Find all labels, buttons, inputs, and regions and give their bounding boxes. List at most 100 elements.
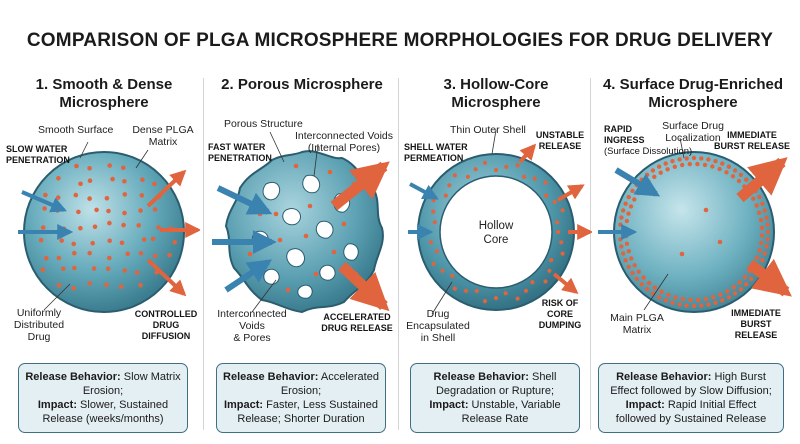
water-arrow: [216, 185, 273, 215]
drug-dot: [107, 220, 112, 226]
drug-dot: [434, 249, 440, 254]
drug-dot: [754, 255, 760, 260]
drug-dot: [440, 268, 445, 273]
drug-dot: [76, 209, 81, 215]
drug-dot: [663, 161, 668, 166]
drug-dot: [760, 258, 765, 263]
drug-dot: [644, 172, 650, 177]
release-arrow: [736, 157, 788, 203]
water-arrow: [21, 190, 67, 213]
drug-dot: [762, 251, 767, 256]
panel-divider: [590, 78, 591, 430]
drug-dot: [463, 288, 469, 293]
drug-dot: [626, 264, 631, 270]
drug-dot: [94, 207, 99, 213]
leader-line: [135, 149, 149, 169]
drug-dot: [122, 210, 127, 216]
drug-dot: [139, 193, 145, 198]
release-behavior-box: Release Behavior: Slow Matrix Erosion; I…: [18, 363, 188, 433]
drug-dot: [38, 237, 44, 243]
drug-dot: [736, 178, 742, 184]
drug-dot: [136, 223, 141, 228]
drug-dot: [43, 192, 48, 198]
water-arrow: [409, 182, 439, 200]
drug-dot: [313, 271, 319, 277]
drug-dot: [257, 211, 263, 217]
drug-dot: [621, 208, 626, 213]
drug-dot: [626, 194, 631, 200]
drug-dot: [452, 286, 457, 291]
drug-dot: [91, 266, 97, 271]
leader-line: [269, 131, 285, 163]
drug-dot: [758, 240, 764, 246]
panel-surface-enriched: 4. Surface Drug-Enriched Microsphere RAP…: [594, 72, 792, 444]
drug-dot: [107, 238, 112, 244]
drug-dot: [663, 298, 668, 303]
drug-dot: [40, 267, 46, 273]
water-arrow: [614, 167, 661, 197]
label-shell-water: SHELL WATER PERMEATION: [404, 142, 468, 163]
panel-hollow-core: 3. Hollow-Core Microsphere Thin O: [400, 72, 592, 444]
drug-dot: [680, 296, 686, 302]
drug-dot: [543, 279, 548, 284]
drug-dot: [644, 287, 650, 292]
leader-line: [643, 273, 669, 311]
drug-dot: [618, 222, 623, 227]
drug-dot: [706, 302, 711, 307]
drug-dot: [732, 168, 738, 173]
drug-dot: [450, 273, 455, 278]
panel-porous: 2. Porous Microsphere: [206, 72, 398, 444]
drug-dot: [522, 174, 527, 179]
label-slow-water: SLOW WATER PENETRATION: [6, 144, 70, 165]
drug-dot: [523, 288, 529, 293]
drug-dot: [152, 253, 158, 259]
drug-dot: [73, 192, 79, 198]
surface-enriched-illustration: [598, 137, 792, 313]
drug-dot: [759, 233, 765, 238]
leader-line: [79, 141, 89, 159]
drug-dot: [559, 240, 564, 245]
drug-dot: [473, 167, 478, 172]
drug-dot: [152, 207, 158, 212]
drug-dot: [639, 282, 644, 287]
leader-line: [313, 143, 319, 177]
drug-dot: [738, 287, 744, 292]
drug-dot: [92, 224, 98, 230]
label-interconnected-pores: Interconnected Voids & Pores: [217, 308, 287, 344]
drug-dot: [432, 220, 437, 225]
drug-dot: [493, 167, 499, 173]
drug-dot: [59, 238, 64, 243]
drug-dot: [738, 172, 744, 177]
drug-dot: [673, 295, 678, 300]
panel-title: 1. Smooth & Dense Microsphere: [35, 76, 173, 111]
drug-dot: [493, 295, 499, 301]
label-burst-release-top: IMMEDIATE BURST RELEASE: [713, 130, 790, 151]
label-porous-structure: Porous Structure: [224, 118, 303, 130]
drug-dot: [764, 244, 769, 249]
drug-dot: [515, 163, 520, 168]
drug-dot: [138, 208, 143, 213]
release-behavior-box: Release Behavior: High Burst Effect foll…: [598, 363, 784, 433]
drug-dot: [758, 218, 764, 223]
drug-dot: [624, 218, 630, 224]
drug-dot: [40, 225, 46, 230]
drug-dot: [87, 178, 93, 183]
release-behavior-box: Release Behavior: Accelerated Erosion; I…: [216, 363, 386, 433]
drug-dot: [61, 266, 66, 272]
drug-dot: [44, 255, 49, 261]
leader-line: [431, 281, 453, 315]
drug-dot: [703, 207, 709, 213]
drug-dot: [757, 194, 762, 200]
drug-dot: [720, 298, 725, 303]
drug-dot: [731, 285, 736, 290]
drug-dot: [711, 295, 716, 300]
drug-dot: [757, 248, 762, 253]
release-arrow: [556, 184, 585, 202]
release-arrow: [330, 161, 390, 211]
drug-dot: [629, 256, 634, 261]
label-hollow-core: Hollow Core: [478, 220, 514, 246]
drug-dot: [121, 165, 126, 170]
drug-dot: [452, 173, 457, 178]
release-arrow: [552, 272, 579, 295]
drug-dot: [327, 169, 333, 175]
